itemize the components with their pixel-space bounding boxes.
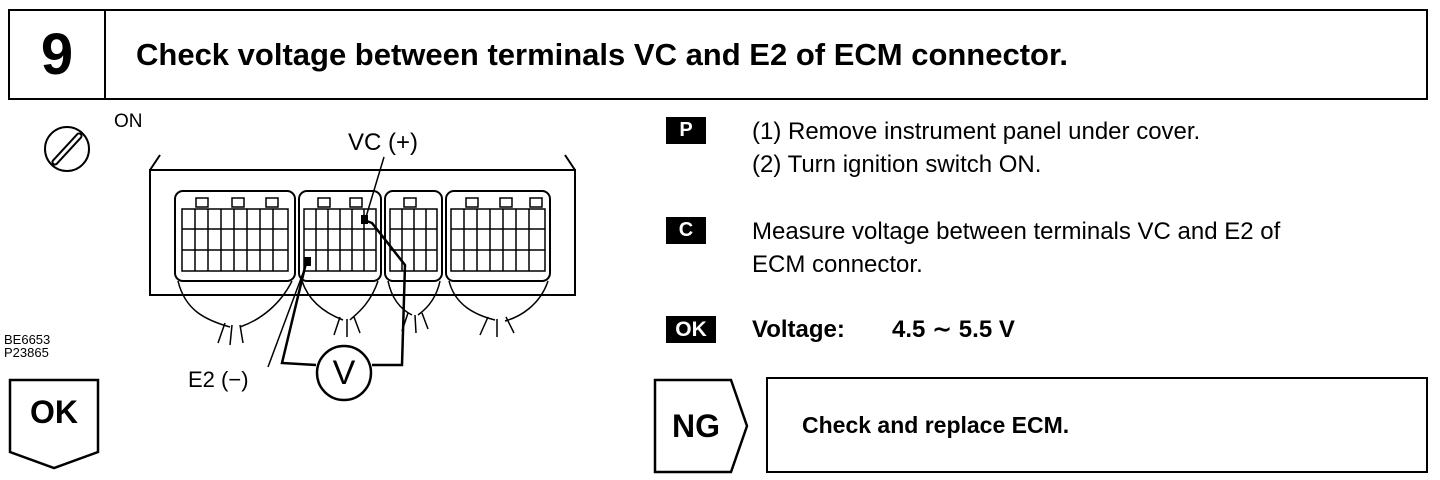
- ok-arrow-shape: [8, 378, 100, 470]
- connector-block-2: [298, 190, 382, 282]
- ng-action-text: Check and replace ECM.: [802, 412, 1070, 438]
- probe-leads: [267, 156, 407, 368]
- connector-diagram: ON VC (+) E2 (−) V BE6653 P23865: [0, 105, 640, 480]
- prep-badge: P: [666, 117, 706, 144]
- ecm-connector-drawing: [44, 126, 576, 402]
- check-badge: C: [666, 217, 706, 244]
- ok-spec-value: 4.5 ∼ 5.5 V: [892, 316, 1015, 343]
- ng-result-label: NG: [672, 408, 720, 444]
- step-title: Check voltage between terminals VC and E…: [136, 37, 1068, 72]
- ignition-switch-icon: [44, 126, 90, 172]
- ecm-body: [149, 154, 576, 296]
- ref-code-1: BE6653: [4, 332, 51, 347]
- ok-result-arrow: OK: [8, 378, 100, 470]
- step-header: 9 Check voltage between terminals VC and…: [8, 9, 1428, 100]
- ignition-on-label: ON: [114, 111, 143, 132]
- ok-spec-label: Voltage:: [752, 316, 845, 343]
- ng-result-arrow: NG: [653, 378, 749, 474]
- connector-block-3: [384, 190, 443, 282]
- e2-terminal-label: E2 (−): [188, 367, 249, 392]
- ng-arrow-shape: [653, 378, 749, 474]
- ng-action-box: Check and replace ECM.: [766, 377, 1428, 473]
- connector-block-1: [174, 190, 296, 282]
- vc-terminal-label: VC (+): [348, 129, 419, 156]
- ok-spec-badge: OK: [666, 316, 716, 343]
- ok-result-label: OK: [30, 394, 78, 430]
- connector-block-4: [445, 190, 551, 282]
- voltmeter-icon: [315, 344, 373, 402]
- check-line-2: ECM connector.: [752, 251, 923, 278]
- prep-step-1: (1) Remove instrument panel under cover.: [752, 118, 1201, 145]
- step-number: 9: [10, 11, 106, 98]
- prep-step-2: (2) Turn ignition switch ON.: [752, 151, 1042, 178]
- ref-code-2: P23865: [4, 345, 49, 360]
- check-line-1: Measure voltage between terminals VC and…: [752, 218, 1281, 245]
- voltmeter-label: V: [332, 354, 356, 392]
- wire-harness: [177, 280, 549, 346]
